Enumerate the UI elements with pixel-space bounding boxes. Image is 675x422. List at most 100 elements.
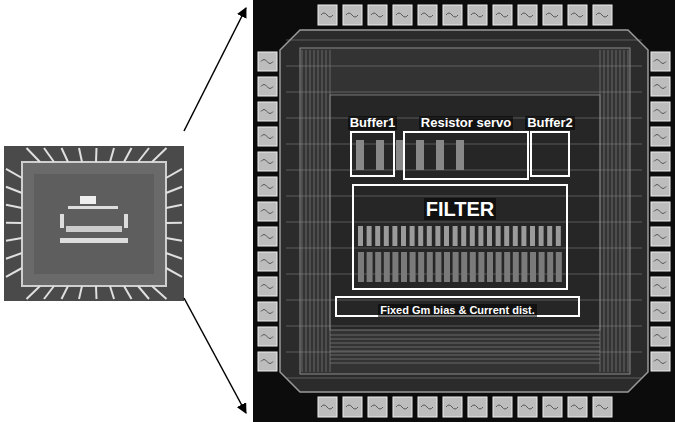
bond-wire — [27, 286, 41, 299]
metal-line — [330, 355, 600, 356]
pad-texture — [346, 405, 358, 409]
capacitor-cell — [427, 252, 433, 282]
bond-wire — [6, 187, 22, 193]
capacitor-cell — [521, 252, 527, 282]
transistor-cell — [556, 226, 561, 246]
bond-pad — [651, 327, 670, 346]
pad-texture — [261, 335, 273, 339]
transistor-cell — [418, 226, 423, 246]
bond-pad — [258, 152, 277, 171]
capacitor-cell — [401, 252, 407, 282]
metal-line — [330, 347, 600, 348]
bond-pad — [593, 5, 612, 25]
bond-pad — [568, 397, 587, 417]
pad-texture — [654, 135, 666, 139]
block-label: Resistor servo — [419, 116, 513, 130]
buffer-cell — [416, 140, 424, 170]
metal-line — [600, 50, 601, 372]
block-label: Buffer2 — [525, 116, 575, 130]
metal-line — [286, 326, 642, 327]
metal-routing — [286, 40, 642, 378]
metal-line — [330, 363, 600, 364]
metal-line — [322, 50, 323, 372]
transistor-cell — [358, 226, 363, 246]
bond-wire — [152, 286, 167, 299]
metal-line — [314, 50, 315, 372]
transistor-cell — [539, 226, 544, 246]
bond-pad — [651, 152, 670, 171]
metal-line — [286, 378, 642, 379]
bond-wire — [166, 169, 182, 178]
bond-wire — [27, 148, 41, 162]
capacitor-cell — [556, 252, 562, 282]
metal-line — [624, 50, 625, 372]
metal-line — [620, 50, 621, 372]
bond-pad — [258, 77, 277, 96]
transistor-cell — [478, 226, 483, 246]
metal-line — [330, 339, 600, 340]
bond-pad — [568, 5, 587, 25]
metal-line — [306, 50, 307, 372]
bond-pad — [651, 252, 670, 271]
bond-wire — [166, 205, 182, 208]
bond-pad — [318, 5, 337, 25]
metal-line — [330, 343, 600, 344]
block-label: Buffer1 — [348, 116, 398, 130]
labeled-block: Buffer1 — [346, 113, 400, 177]
buffer-cell — [356, 140, 364, 170]
bond-wire — [124, 286, 132, 299]
metal-line — [330, 50, 331, 372]
capacitor-cell — [478, 252, 484, 282]
pad-texture — [261, 210, 273, 214]
bond-pad — [651, 177, 670, 196]
block-label: FILTER — [424, 198, 497, 220]
pad-texture — [654, 360, 666, 364]
bond-wire — [62, 286, 69, 299]
bond-pad — [368, 397, 387, 417]
pad-texture — [654, 60, 666, 64]
bond-pad — [651, 102, 670, 121]
bond-wire — [152, 148, 167, 162]
bond-pad — [343, 5, 362, 25]
capacitor-cell — [410, 252, 416, 282]
circuit-block: FILTER — [352, 184, 568, 290]
capacitor-cell — [539, 252, 545, 282]
pad-texture — [261, 135, 273, 139]
pad-texture — [261, 285, 273, 289]
metal-line — [318, 50, 319, 372]
capacitor-cell — [384, 252, 390, 282]
pad-texture — [371, 405, 383, 409]
metal-line — [608, 50, 609, 372]
bond-pad — [651, 302, 670, 321]
bond-pad — [258, 277, 277, 296]
metal-line — [286, 92, 642, 93]
metal-line — [604, 50, 605, 372]
bond-pad — [343, 397, 362, 417]
pad-texture — [654, 185, 666, 189]
bond-wire — [79, 286, 82, 299]
pad-texture — [654, 335, 666, 339]
capacitor-cell — [444, 252, 450, 282]
bond-pad — [318, 397, 337, 417]
bond-wire — [6, 253, 22, 259]
metal-line — [302, 50, 303, 372]
pad-texture — [596, 13, 608, 17]
bond-pad — [468, 5, 487, 25]
bond-wire — [62, 148, 69, 162]
bond-pad — [258, 227, 277, 246]
metal-line — [286, 222, 642, 223]
transistor-cell — [367, 226, 372, 246]
bond-pad — [258, 252, 277, 271]
bond-pad — [593, 397, 612, 417]
pad-texture — [261, 260, 273, 264]
bond-pad — [651, 127, 670, 146]
capacitor-cell — [367, 252, 373, 282]
transistor-cell — [444, 226, 449, 246]
bond-wire — [6, 238, 22, 241]
capacitor-cell — [504, 252, 510, 282]
pad-texture — [321, 13, 333, 17]
circuit-block: Fixed Gm bias & Current dist. — [335, 296, 580, 317]
transistor-cell — [410, 226, 415, 246]
pad-texture — [261, 110, 273, 114]
bond-pad — [418, 5, 437, 25]
